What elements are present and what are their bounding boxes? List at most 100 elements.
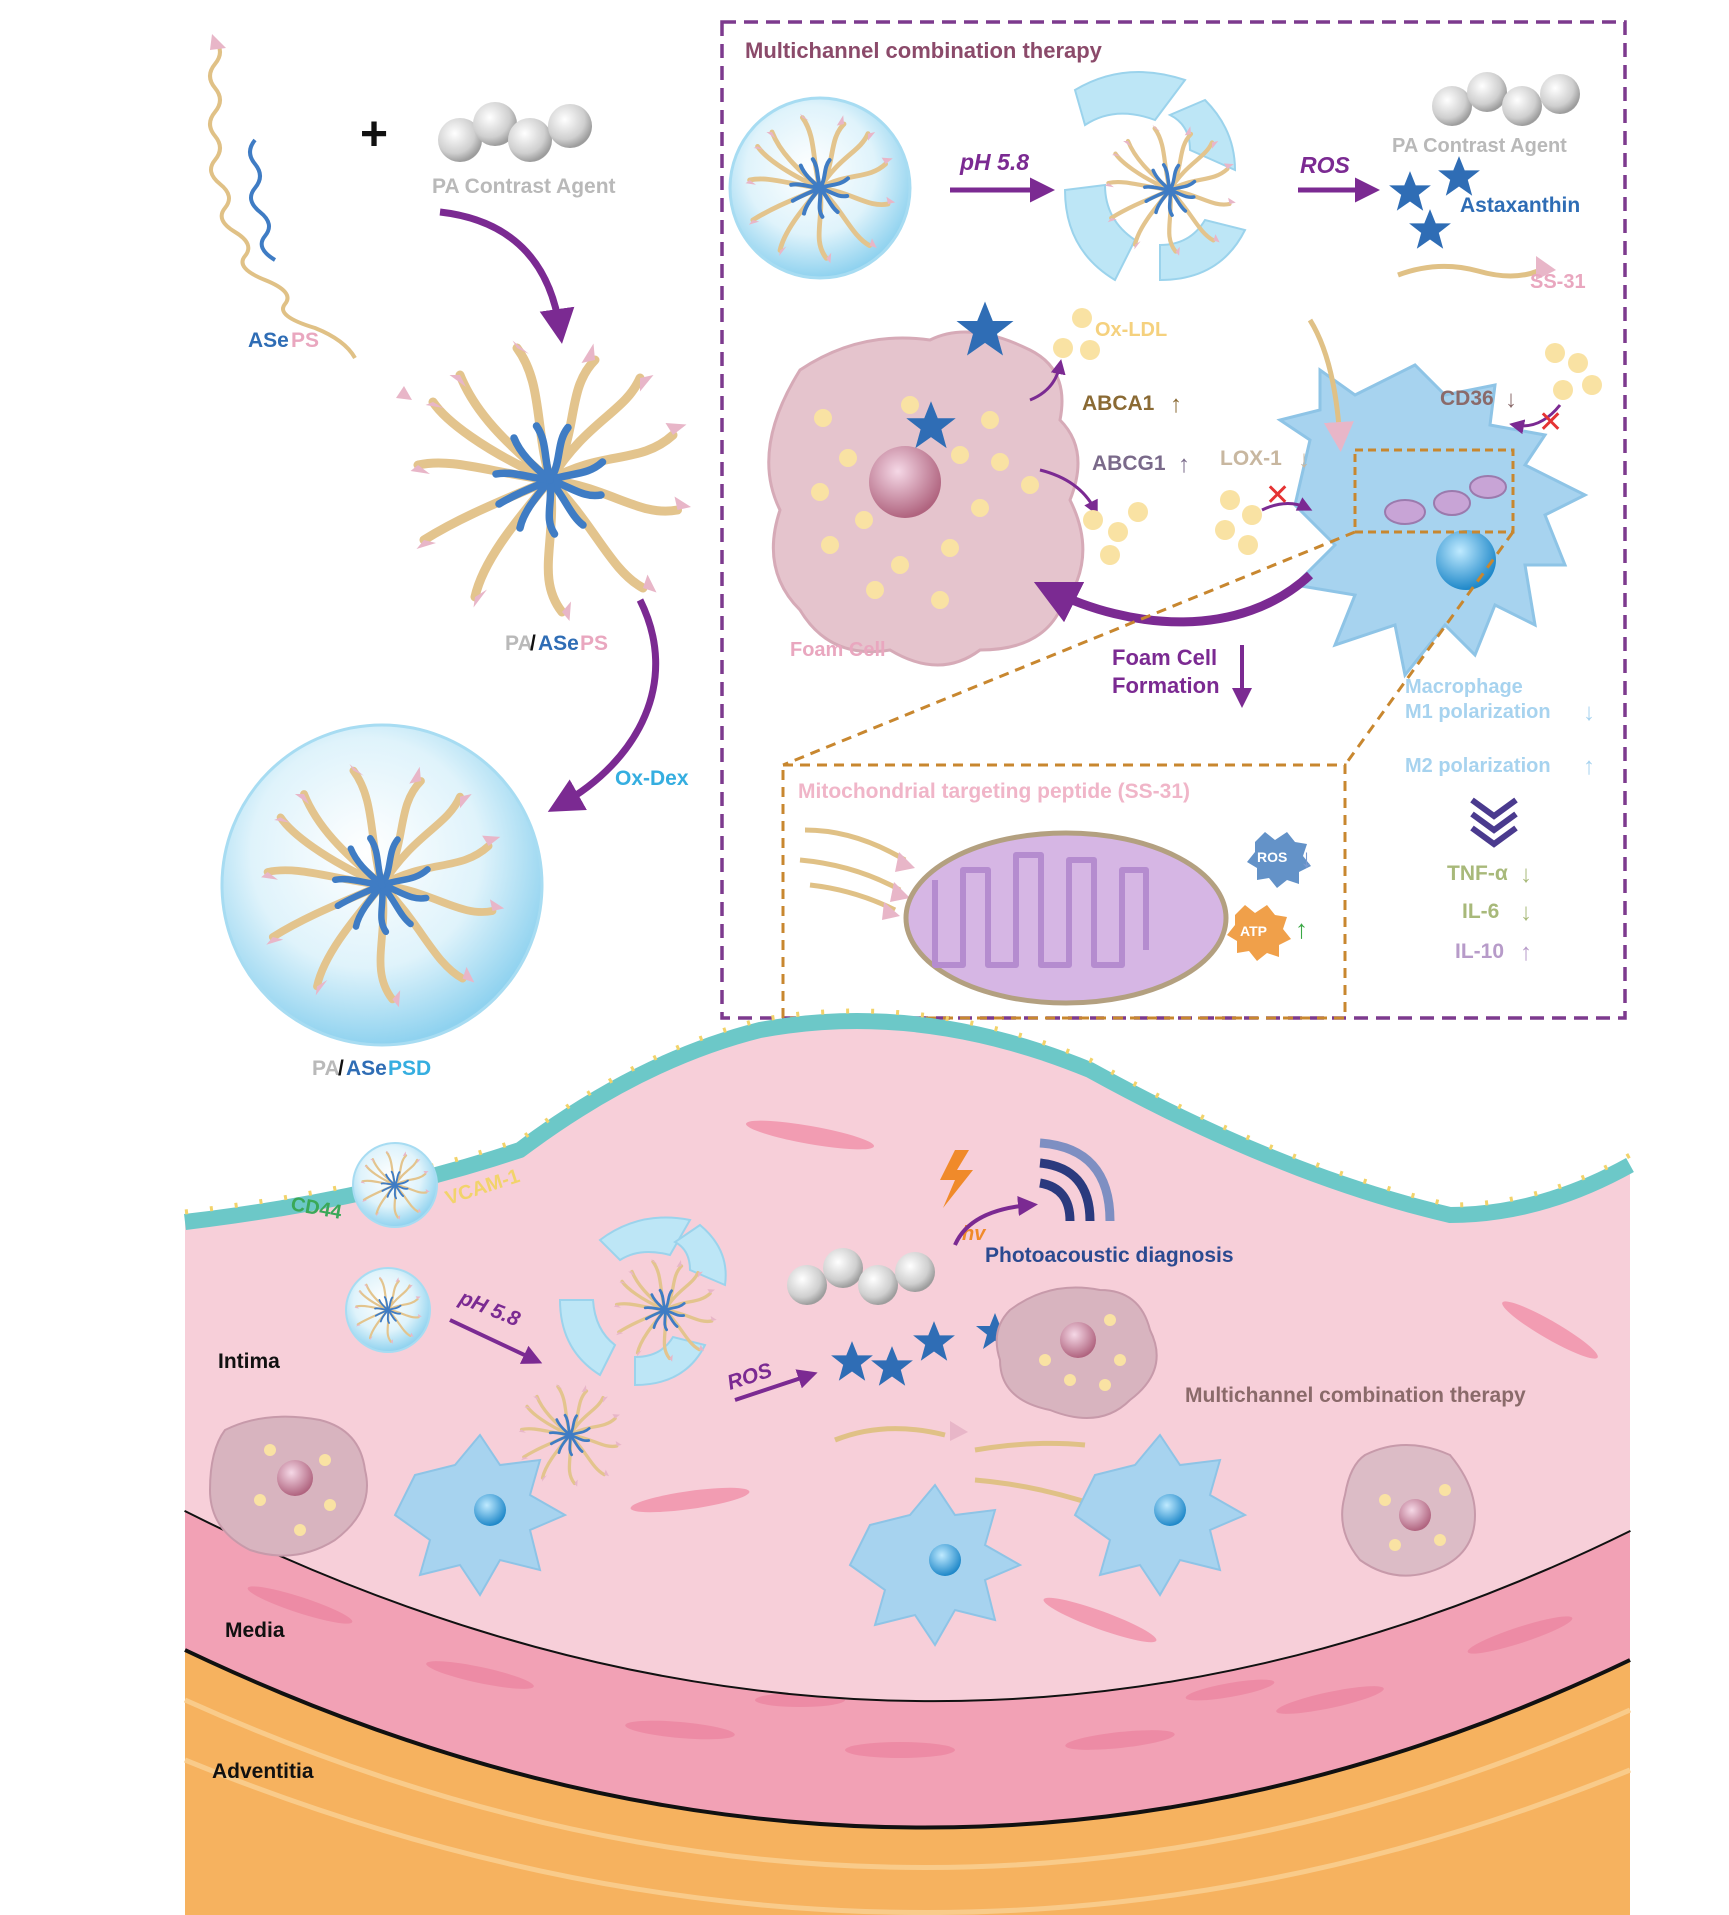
macrophage-nucleus: [1436, 530, 1496, 590]
micelle-label-part2: /: [530, 632, 536, 655]
media-layer: [185, 1510, 1630, 1828]
lox1-blocked-mark: ✕: [1265, 479, 1290, 512]
therapy-dashed-border: [720, 20, 1627, 1020]
photoacoustic-diagnosis-label: Photoacoustic diagnosis: [985, 1244, 1234, 1267]
vessel-macrophage-nuclei: [474, 1494, 1186, 1576]
mito-detail-box: [781, 763, 1347, 1020]
cd36-label: CD36: [1440, 387, 1494, 410]
vessel-foam-cell-center: [995, 1286, 1158, 1419]
arrow-to-nanoparticle: [547, 598, 660, 812]
hv-arrow: [953, 1196, 1038, 1246]
aseps-chain-tail-arrow: [396, 386, 412, 400]
foam-cell-nucleus: [869, 446, 941, 518]
lox1-down-arrow: ↓: [1298, 446, 1310, 473]
ros-badge-shape: [1247, 832, 1311, 888]
abca1-up-arrow: ↑: [1170, 391, 1182, 418]
external-elastic-lamina: [184, 1648, 1631, 1830]
m2-up-arrow: ↑: [1583, 753, 1595, 780]
atp-badge-label: ATP: [1240, 923, 1267, 939]
aseps-hydrophobic-segment: [248, 138, 277, 262]
ss31-peptide-head: [1536, 256, 1556, 280]
ss31-label: SS-31: [1530, 271, 1586, 293]
m2-polarization-label: M2 polarization: [1405, 755, 1551, 777]
foam-cell-formation-arrow: [1033, 571, 1314, 627]
aseps-chain-end-arrow: [210, 34, 226, 50]
ros-label: ROS: [1300, 152, 1351, 178]
intima-label: Intima: [218, 1350, 280, 1373]
released-contrast-agent-label: PA Contrast Agent: [1392, 135, 1567, 157]
m1-polarization-label: M1 polarization: [1405, 701, 1551, 723]
nanoparticle-label-part1: PA: [312, 1057, 340, 1080]
vessel-therapy-label: Multichannel combination therapy: [1185, 1384, 1526, 1407]
mitochondria-zoom-box: [1353, 448, 1515, 534]
pa-contrast-agent-beads: [438, 102, 592, 162]
broken-shell-fragments: [1063, 71, 1247, 282]
pa-contrast-agent-label: PA Contrast Agent: [432, 175, 616, 198]
macrophage-body: [1276, 363, 1589, 679]
nanoparticle-label-part3: ASe: [346, 1057, 387, 1080]
vessel-broken-shells: [558, 1216, 727, 1387]
light-bolt-icon: [940, 1150, 973, 1208]
astaxanthin-label: Astaxanthin: [1460, 194, 1580, 217]
cd36-blocked-mark: ✕: [1538, 406, 1563, 439]
ros-badge-down-arrow: ↓: [1300, 843, 1313, 873]
foam-formation-line1: Foam Cell: [1112, 645, 1217, 670]
vessel-foam-cell-left: [208, 1415, 368, 1557]
aseps-label-part2: PS: [291, 329, 319, 352]
adventitia-layer: [185, 1640, 1630, 1915]
ph-label: pH 5.8: [959, 149, 1029, 175]
adventitia-texture: [183, 1697, 1632, 1915]
released-contrast-agent: [1432, 72, 1580, 126]
micelle-label-part1: PA: [505, 632, 533, 655]
nanoparticle-label-part4: PSD: [388, 1057, 431, 1080]
abcg1-up-arrow: ↑: [1178, 451, 1190, 478]
tnf-down-arrow: ↓: [1520, 861, 1532, 888]
il6-down-arrow: ↓: [1520, 899, 1532, 926]
abca1-efflux-arrow: [1029, 359, 1066, 402]
ss31-peptides-approaching: [799, 827, 907, 913]
oxldl-label: Ox-LDL: [1095, 319, 1167, 341]
photoacoustic-wave-icon: [1039, 1138, 1115, 1222]
vessel-foam-cell-right: [1341, 1444, 1477, 1577]
ox-dex-label: Ox-Dex: [615, 767, 689, 790]
therapy-panel: Multichannel combination therapy pH 5.8 …: [720, 20, 1627, 1020]
cd36-blocked-arrow: [1509, 404, 1562, 435]
cd36-oxldl-particles: [1545, 343, 1602, 400]
synthesis-panel: ASe PS + PA Contrast Agent PA / ASe PS O…: [208, 34, 691, 1080]
mito-box-title: Mitochondrial targeting peptide (SS-31): [798, 780, 1190, 803]
micelle-label-part4: PS: [580, 632, 608, 655]
nanoparticle-label-part2: /: [338, 1057, 344, 1080]
ss31-peptide-heads: [882, 852, 915, 920]
intima-smooth-muscle-cells: [630, 1120, 1598, 1643]
aseps-polymer-chain: [208, 38, 357, 360]
therapy-title: Multichannel combination therapy: [745, 38, 1103, 63]
tnf-alpha-label: TNF-α: [1447, 862, 1508, 885]
ros-badge-label: ROS: [1257, 849, 1287, 865]
foam-cell-label: Foam Cell: [790, 639, 886, 661]
abcg1-efflux-arrow: [1039, 468, 1098, 516]
il10-label: IL-10: [1455, 940, 1504, 963]
lox1-label: LOX-1: [1220, 447, 1282, 470]
ss31-entering-macrophage: [1307, 318, 1354, 452]
macrophage-label: Macrophage: [1405, 676, 1523, 698]
vessel-contrast-agent-beads: [787, 1248, 935, 1305]
oxldl-particles-top: [1053, 308, 1100, 360]
adventitia-label: Adventitia: [212, 1760, 314, 1783]
atp-badge-up-arrow: ↑: [1295, 914, 1308, 944]
media-label: Media: [225, 1619, 285, 1642]
abca1-label: ABCA1: [1082, 392, 1155, 415]
endothelium: [184, 1013, 1634, 1230]
oxldl-particles-bottom: [1083, 502, 1148, 565]
il10-up-arrow: ↑: [1520, 939, 1532, 966]
mitochondrion-detail: [903, 830, 1229, 1006]
foam-formation-line2: Formation: [1112, 673, 1220, 698]
aseps-label-part1: ASe: [248, 329, 289, 352]
zoom-connector-left: [782, 530, 1356, 767]
media-smooth-muscle-cells: [247, 1574, 1573, 1758]
cytokine-cascade-chevrons: [1470, 797, 1518, 848]
lox1-blocked-arrow: [1261, 497, 1313, 512]
lox1-oxldl-particles: [1215, 490, 1262, 555]
zoom-connector-right: [1343, 531, 1515, 766]
